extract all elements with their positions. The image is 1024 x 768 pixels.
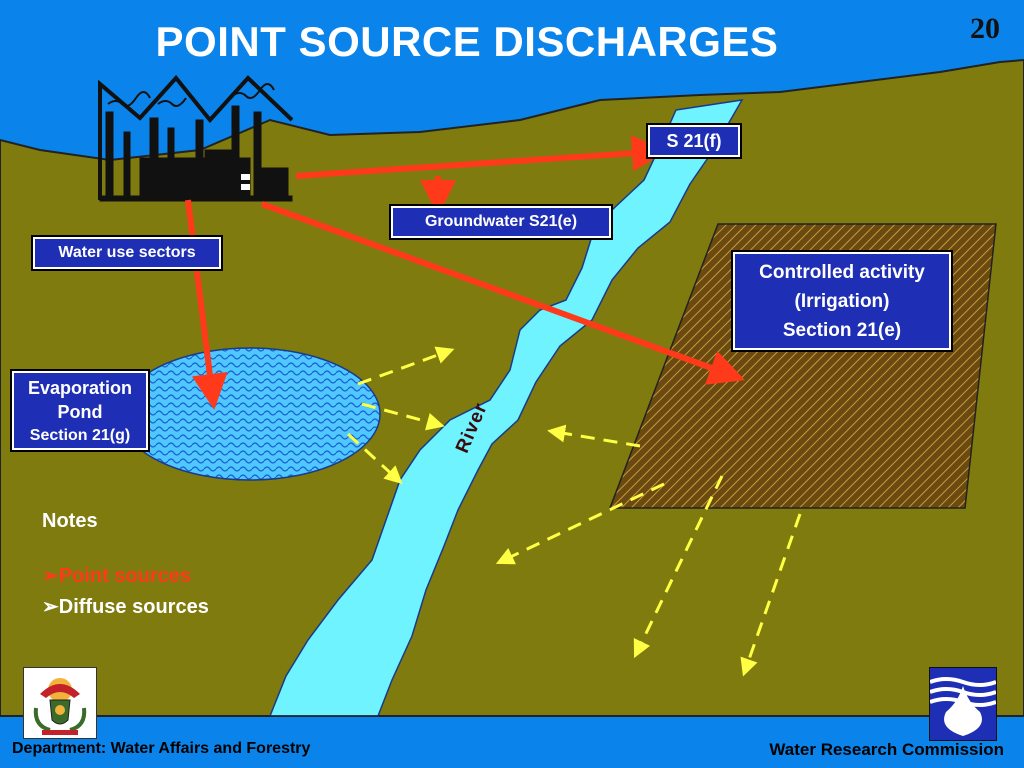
factory-icon <box>98 74 294 202</box>
diffuse-source-arrows <box>346 346 802 677</box>
arrow-to-pond <box>185 199 228 410</box>
arrow-bullet-icon: ➢ <box>42 596 59 618</box>
controlled-line-2: (Irrigation) <box>794 291 890 312</box>
water-research-commission-logo <box>929 667 997 741</box>
slide-number: 20 <box>970 12 1000 45</box>
arrow-to-irrigation <box>260 201 745 385</box>
arrow-to-river <box>295 135 668 179</box>
controlled-line-3: Section 21(e) <box>782 320 902 341</box>
notes-heading: Notes <box>42 510 98 532</box>
point-source-arrows <box>185 135 745 410</box>
footer-commission: Water Research Commission <box>769 740 1004 759</box>
evaporation-pond <box>119 347 381 481</box>
evap-line-2: Pond <box>57 402 103 422</box>
evap-line-3: Section 21(g) <box>29 427 131 444</box>
note-point-sources-text: Point sources <box>58 565 192 587</box>
evap-line-1: Evaporation <box>27 378 133 398</box>
groundwater-label: Groundwater S21(e) <box>389 204 613 240</box>
footer-department: Department: Water Affairs and Forestry <box>12 740 311 757</box>
note-diffuse-sources-text: Diffuse sources <box>58 596 209 618</box>
controlled-activity-label: Controlled activity (Irrigation) Section… <box>731 250 953 352</box>
note-diffuse-sources: ➢Diffuse sources <box>42 594 209 619</box>
note-point-sources: ➢Point sources <box>42 563 209 588</box>
arrow-bullet-icon: ➢ <box>42 565 59 587</box>
notes-block: Notes ➢Point sources ➢Diffuse sources <box>42 510 209 619</box>
water-use-sectors-label: Water use sectors <box>31 235 223 271</box>
slide-title: POINT SOURCE DISCHARGES <box>155 18 779 65</box>
controlled-line-1: Controlled activity <box>759 262 925 283</box>
evaporation-pond-label: Evaporation Pond Section 21(g) <box>10 369 150 452</box>
coat-of-arms-logo <box>23 667 97 739</box>
s21f-label: S 21(f) <box>646 123 742 159</box>
